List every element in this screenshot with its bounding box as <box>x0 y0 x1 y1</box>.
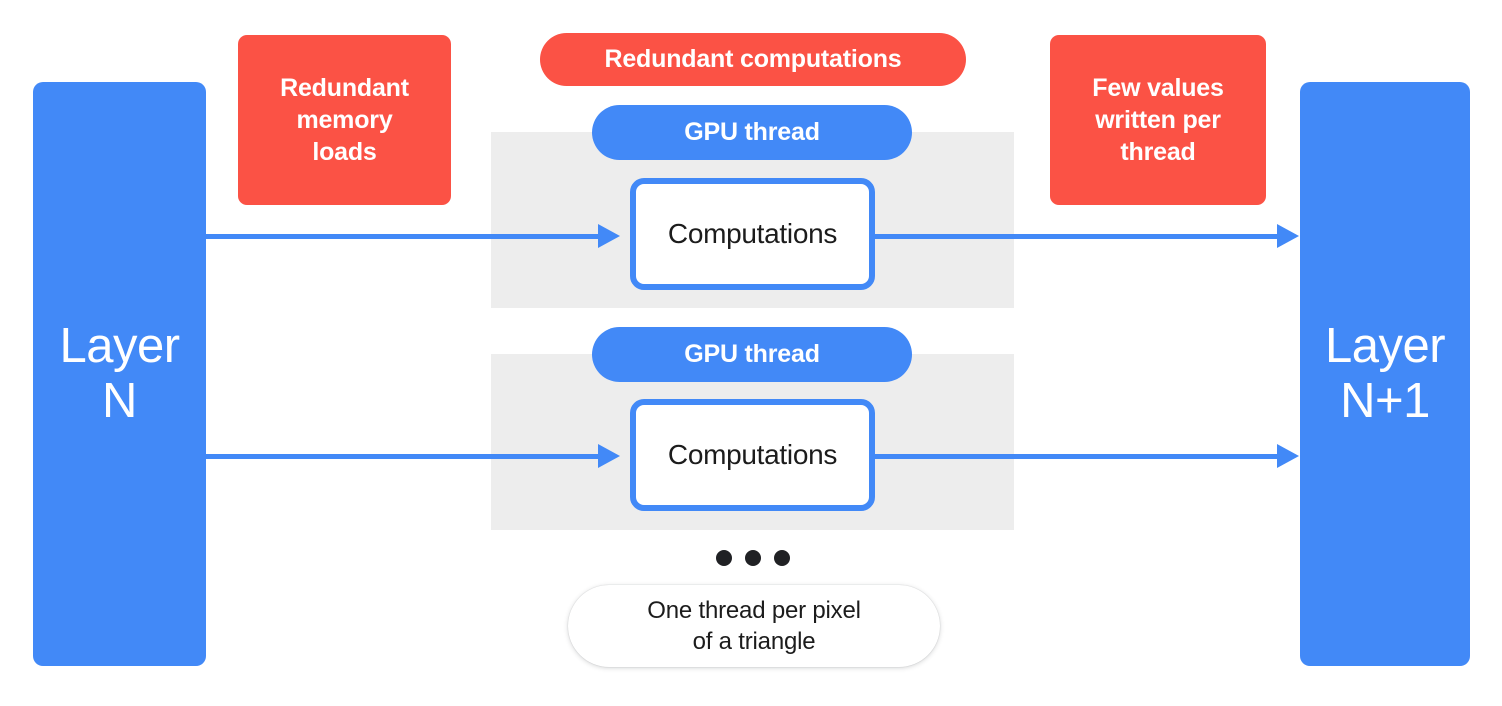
gpu-thread-label-2: GPU thread <box>592 327 912 382</box>
computations-box-2: Computations <box>630 399 875 511</box>
arrow-thread2-to-layern1-head-icon <box>1277 444 1299 468</box>
arrow-layern-to-thread2-head-icon <box>598 444 620 468</box>
layer-n-block: Layer N <box>33 82 206 666</box>
arrow-thread1-to-layern1-head-icon <box>1277 224 1299 248</box>
arrow-thread2-to-layern1-line <box>875 454 1279 459</box>
annotation-redundant-computations: Redundant computations <box>540 33 966 86</box>
arrow-layern-to-thread2-line <box>206 454 600 459</box>
ellipsis-more-threads-icon <box>716 549 790 567</box>
computations-box-1: Computations <box>630 178 875 290</box>
layer-n-plus-1-block: Layer N+1 <box>1300 82 1470 666</box>
ellipsis-dot-1 <box>716 550 732 566</box>
ellipsis-dot-2 <box>745 550 761 566</box>
gpu-thread-label-1: GPU thread <box>592 105 912 160</box>
ellipsis-dot-3 <box>774 550 790 566</box>
annotation-few-values-written-per-thread: Few values written per thread <box>1050 35 1266 205</box>
annotation-redundant-memory-loads: Redundant memory loads <box>238 35 451 205</box>
caption-one-thread-per-pixel: One thread per pixel of a triangle <box>568 585 940 667</box>
arrow-layern-to-thread1-line <box>206 234 600 239</box>
arrow-layern-to-thread1-head-icon <box>598 224 620 248</box>
arrow-thread1-to-layern1-line <box>875 234 1279 239</box>
